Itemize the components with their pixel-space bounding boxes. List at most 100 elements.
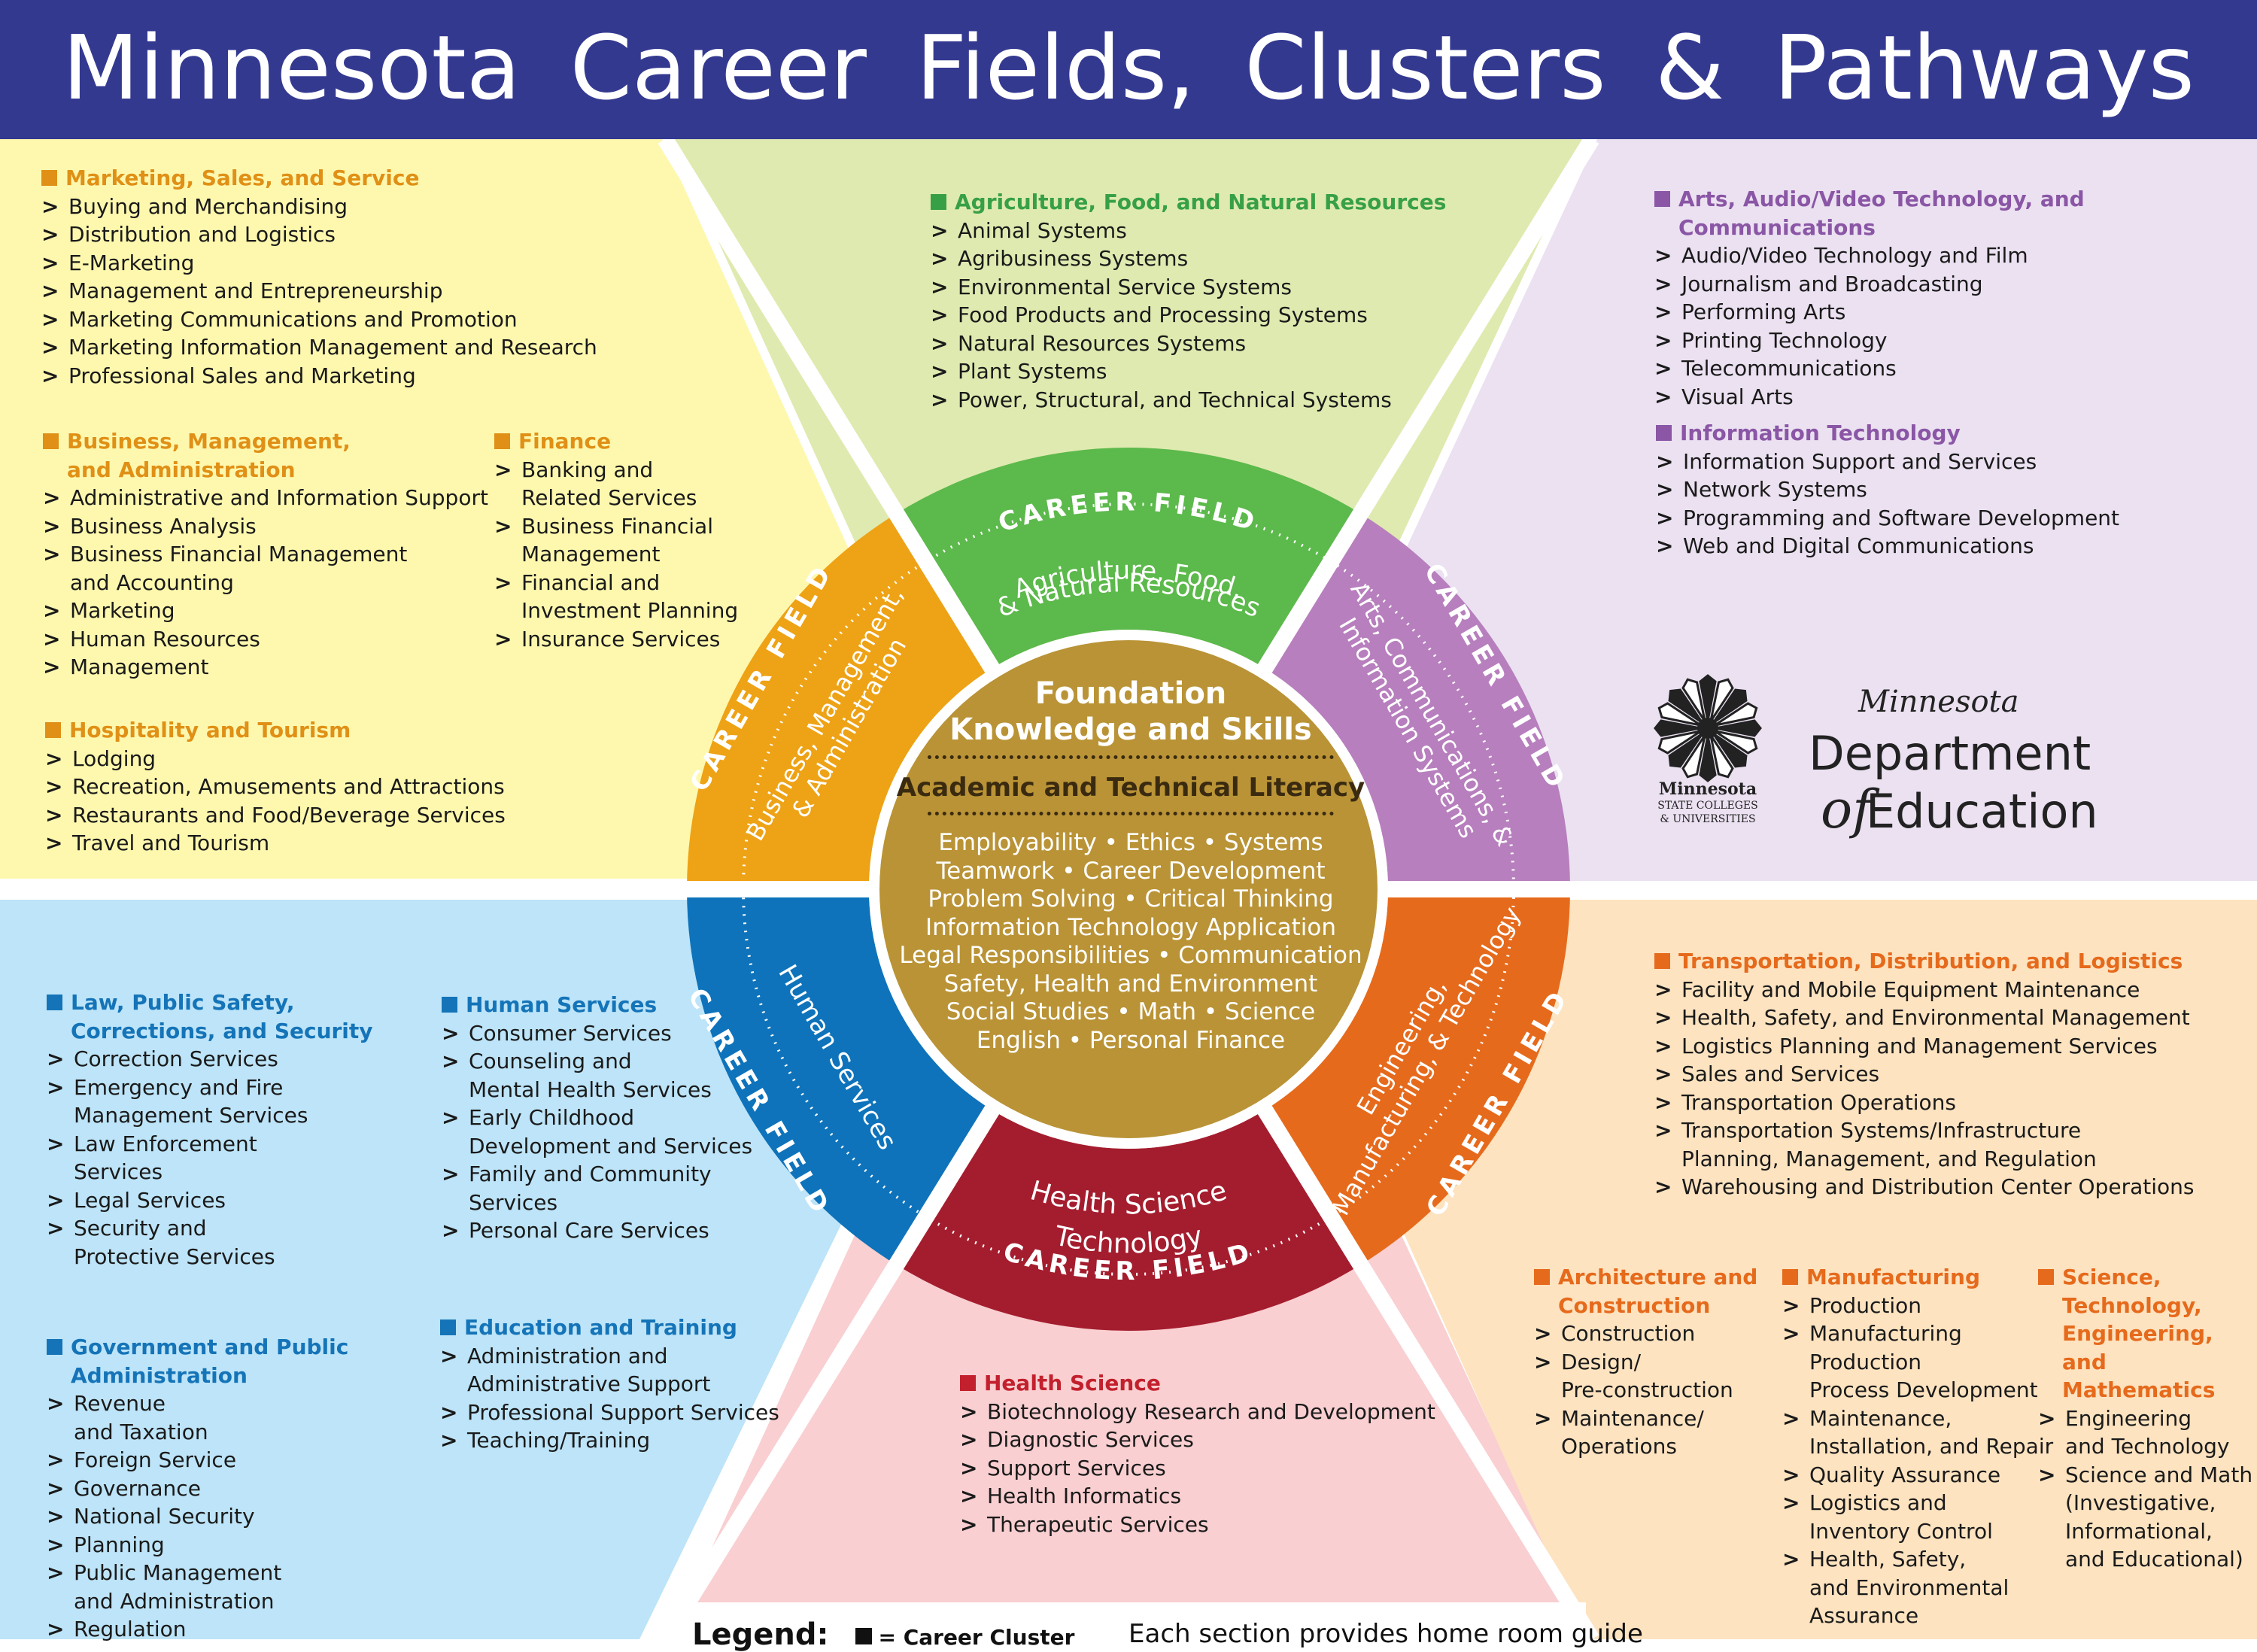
mnscu-name: Minnesota — [1658, 779, 1757, 799]
pathway-label: Planning — [74, 1532, 165, 1557]
arrow-icon: > — [1656, 505, 1674, 530]
cluster-title-text: Human Services — [466, 992, 658, 1017]
ring-segment-human — [687, 889, 992, 1265]
arrow-icon: > — [47, 1216, 65, 1241]
pathway-label: Public Management and Administration — [74, 1560, 282, 1614]
pathway-label: Manufacturing Production Process Develop… — [1809, 1321, 2038, 1402]
pathway-item: >Logistics Planning and Management Servi… — [1654, 1032, 2195, 1061]
pathway-item: > Information Support and Services — [1656, 448, 2119, 476]
arrow-icon: > — [931, 387, 949, 412]
arrow-icon: > — [1654, 1005, 1672, 1030]
pathway-item: >Legal Services — [47, 1186, 373, 1215]
pathway-label: Visual Arts — [1681, 384, 1794, 409]
pathway-label: Maintenance, Installation, and Repair — [1809, 1405, 2054, 1459]
arrow-icon: > — [1654, 1089, 1672, 1115]
pathway-label: Biotechnology Research and Development — [987, 1398, 1435, 1424]
cluster-title-text: Hospitality and Tourism — [69, 718, 351, 742]
dotted-divider — [928, 755, 1334, 764]
arrow-icon: > — [43, 485, 61, 510]
cluster-title-text: Agriculture, Food, and Natural Resources — [955, 190, 1447, 214]
cluster-title-text: Business, Management, and Administration — [67, 429, 351, 482]
pathway-item: > Buying and Merchandising — [41, 193, 597, 221]
pathway-label: Buying and Merchandising — [68, 193, 348, 219]
pathway-item: >Construction — [1534, 1319, 1757, 1348]
legend-right-text: Each section provides home room guide — [1128, 1619, 1643, 1649]
cluster-title: Law, Public Safety, Corrections, and Sec… — [47, 988, 373, 1045]
cluster-title-text: Health Science — [984, 1371, 1161, 1395]
arrow-icon: > — [960, 1398, 978, 1424]
arrow-icon: > — [1654, 243, 1672, 268]
pathway-label: Foreign Service — [74, 1447, 237, 1472]
pathway-item: >Professional Sales and Marketing — [41, 362, 597, 390]
pathway-label: Banking and Related Services — [521, 457, 697, 511]
pathway-label: Management and Entrepreneurship — [68, 278, 443, 303]
pathway-label: Environmental Service Systems — [958, 274, 1293, 299]
arrow-icon: > — [1782, 1547, 1800, 1572]
arrow-icon: > — [1656, 448, 1674, 474]
arrow-icon: > — [45, 774, 63, 799]
pathway-label: Financial and Investment Planning — [521, 569, 739, 624]
legend-square-icon — [855, 1628, 873, 1644]
cluster-title-text: Transportation, Distribution, and Logist… — [1678, 949, 2183, 973]
arrow-icon: > — [442, 1162, 460, 1186]
pathway-item: >Transportation Systems/Infrastructure P… — [1654, 1116, 2195, 1173]
pathway-label: Teaching/Training — [467, 1428, 651, 1453]
pathway-item: >Public Management and Administration — [47, 1559, 348, 1615]
arrow-icon: > — [45, 802, 63, 828]
pathway-item: >Diagnostic Services — [960, 1426, 1435, 1454]
pathway-item: >Management — [43, 653, 488, 682]
pathway-item: > Audio/Video Technology and Film — [1654, 241, 2257, 270]
pathway-label: Law Enforcement Services — [74, 1131, 257, 1185]
pathway-label: Audio/Video Technology and Film — [1681, 243, 2028, 268]
pathway-label: Lodging — [72, 746, 156, 771]
arrow-icon: > — [1654, 299, 1672, 324]
arrow-icon: > — [494, 626, 512, 651]
arrow-icon: > — [45, 746, 63, 771]
pathway-label: Journalism and Broadcasting — [1681, 271, 1983, 296]
arrow-icon: > — [47, 1504, 65, 1529]
pathway-label: Early Childhood Development and Services — [469, 1105, 753, 1159]
pathway-label: Emergency and Fire Management Services — [74, 1074, 308, 1128]
pathway-item: >Personal Care Services — [442, 1216, 752, 1245]
arrow-icon: > — [1654, 1061, 1672, 1086]
pathway-item: >Business Financial Management and Accou… — [43, 540, 488, 597]
pathway-item: >Logistics and Inventory Control — [1782, 1489, 2053, 1545]
mde-script: Minnesota — [1858, 685, 2019, 719]
arrow-icon: > — [41, 222, 59, 247]
cluster-health: Health Science> Biotechnology Research an… — [960, 1369, 1435, 1538]
pathway-label: Recreation, Amusements and Attractions — [72, 774, 505, 799]
arrow-icon: > — [41, 193, 59, 219]
arrow-icon: > — [47, 1475, 65, 1501]
pathway-item: >Sales and Services — [1654, 1060, 2195, 1089]
pathway-label: Management — [70, 654, 209, 679]
pathway-label: Health Informatics — [987, 1483, 1182, 1508]
arrow-icon: > — [1782, 1321, 1800, 1346]
pathway-item: >Environmental Service Systems — [931, 273, 1446, 302]
pathway-label: Science and Math (Investigative, Informa… — [2065, 1462, 2253, 1572]
cluster-square-icon — [43, 433, 59, 449]
pathway-label: Therapeutic Services — [987, 1511, 1209, 1537]
cluster-manufacturing: Manufacturing>Production>Manufacturing P… — [1782, 1263, 2053, 1630]
pathway-label: Logistics Planning and Management Servic… — [1681, 1033, 2158, 1058]
cluster-transportation: Transportation, Distribution, and Logist… — [1654, 947, 2195, 1201]
pathway-item: >Facility and Mobile Equipment Maintenan… — [1654, 976, 2195, 1004]
pathway-label: Legal Services — [74, 1187, 226, 1213]
pathway-item: >Planning — [47, 1531, 348, 1559]
pathway-label: Information Support and Services — [1683, 448, 2037, 474]
cluster-title: Hospitality and Tourism — [45, 716, 506, 745]
page-title: Minnesota Career Fields, Clusters & Path… — [62, 16, 2195, 120]
arrow-icon: > — [494, 569, 512, 595]
pathway-item: >Law Enforcement Services — [47, 1130, 373, 1186]
arrow-icon: > — [1782, 1292, 1800, 1318]
pathway-item: >Health Informatics — [960, 1482, 1435, 1511]
pathway-item: >Marketing — [43, 597, 488, 625]
pathway-label: Production — [1809, 1292, 1921, 1318]
cluster-title: Agriculture, Food, and Natural Resources — [931, 188, 1446, 217]
pathway-item: >Agribusiness Systems — [931, 244, 1446, 273]
pathway-item: >Programming and Software Development — [1656, 504, 2119, 533]
pathway-label: Support Services — [987, 1455, 1166, 1480]
pathway-label: Family and Community Services — [469, 1162, 712, 1215]
foundation-skill-line: Teamwork • Career Development — [936, 857, 1326, 885]
arrow-icon: > — [1782, 1405, 1800, 1431]
